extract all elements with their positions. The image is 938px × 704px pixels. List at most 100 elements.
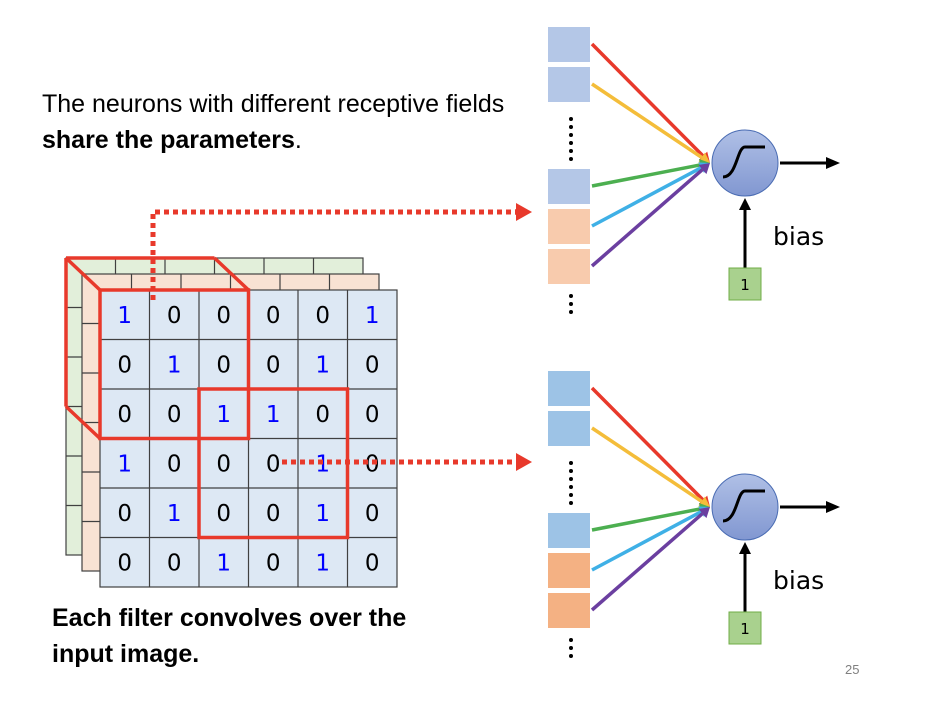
- top-caption-normal: The neurons with different receptive fie…: [42, 90, 505, 118]
- weight-line: [590, 42, 705, 158]
- cell-value: 0: [216, 451, 231, 477]
- output-arrowhead: [826, 501, 840, 513]
- input-box: [548, 553, 590, 588]
- ellipsis-dot: [569, 461, 573, 465]
- input-box: [548, 411, 590, 446]
- ellipsis-dot: [569, 133, 573, 137]
- weight-line: [591, 507, 701, 532]
- neuron-circle: [711, 129, 779, 197]
- cell-value: 0: [365, 402, 380, 428]
- sigmoid-icon: [722, 489, 765, 523]
- cell-value: 0: [117, 402, 132, 428]
- input-box: [548, 67, 590, 102]
- bias-label: bias: [773, 566, 824, 595]
- ellipsis-dot: [569, 310, 573, 314]
- cell-value: 0: [167, 402, 182, 428]
- bias-input-box: [728, 267, 762, 301]
- ellipsis-dot: [569, 125, 573, 129]
- cell-value: 0: [216, 303, 231, 329]
- weight-line: [591, 510, 703, 572]
- cell-value: 0: [216, 501, 231, 527]
- top-caption: The neurons with different receptive fie…: [42, 86, 542, 158]
- cell-value: 0: [365, 550, 380, 576]
- bias-arrowhead: [739, 198, 751, 210]
- input-box: [548, 371, 590, 406]
- neuron-bottom: 1 bias: [548, 371, 840, 658]
- cell-value: 1: [117, 451, 132, 477]
- ellipsis-dot: [569, 493, 573, 497]
- weight-arrowhead: [698, 507, 710, 519]
- cell-value: 0: [117, 352, 132, 378]
- ellipsis-dot: [569, 638, 573, 642]
- ellipsis-dot: [569, 157, 573, 161]
- cell-value: 0: [266, 451, 281, 477]
- connectors: [150, 203, 532, 471]
- weight-line: [591, 166, 703, 228]
- cell-value: 1: [315, 352, 330, 378]
- bias-label: bias: [773, 222, 824, 251]
- cell-value: 0: [365, 352, 380, 378]
- ellipsis-dot: [569, 646, 573, 650]
- ellipsis-dot: [569, 469, 573, 473]
- input-box: [548, 249, 590, 284]
- arrowhead-top: [516, 203, 532, 221]
- receptive-field-top-left: [98, 288, 251, 441]
- weight-line: [591, 426, 703, 503]
- neuron-top: 1 bias: [548, 27, 840, 314]
- cell-value: 0: [315, 402, 330, 428]
- bottom-caption: Each filter convolves over the input ima…: [52, 604, 407, 668]
- input-box: [548, 513, 590, 548]
- cell-value: 0: [266, 303, 281, 329]
- cell-value: 0: [167, 451, 182, 477]
- ellipsis-dot: [569, 149, 573, 153]
- top-caption-end: .: [294, 126, 302, 154]
- cell-value: 1: [216, 550, 231, 576]
- ellipsis-dot: [569, 141, 573, 145]
- receptive-field-depth-edge: [64, 256, 250, 440]
- cell-value: 1: [216, 402, 231, 428]
- cell-value: 0: [167, 550, 182, 576]
- ellipsis-dot: [569, 485, 573, 489]
- cell-value: 0: [167, 303, 182, 329]
- cell-value: 0: [266, 352, 281, 378]
- weight-line: [591, 163, 701, 188]
- ellipsis-dot: [569, 302, 573, 306]
- receptive-field-back-edge: [64, 256, 215, 407]
- neuron-circle: [711, 473, 779, 541]
- cell-value: 0: [117, 501, 132, 527]
- weight-line: [590, 386, 705, 502]
- cell-value: 0: [266, 501, 281, 527]
- input-box: [548, 27, 590, 62]
- neurons: 1 bias 1 bias: [548, 27, 840, 658]
- top-caption-bold: share the parameters: [42, 126, 295, 154]
- weight-line: [590, 168, 704, 268]
- connector-top: [150, 209, 521, 300]
- input-box: [548, 169, 590, 204]
- input-box: [548, 209, 590, 244]
- ellipsis-dot: [569, 117, 573, 121]
- bias-input-value: 1: [740, 620, 750, 638]
- arrowhead-bottom: [516, 453, 532, 471]
- weight-arrowhead: [698, 163, 710, 175]
- input-box: [548, 593, 590, 628]
- cell-value: 1: [365, 303, 380, 329]
- ellipsis-dot: [569, 294, 573, 298]
- cell-value: 1: [266, 402, 281, 428]
- bias-arrowhead: [739, 542, 751, 554]
- bias-input-box: [728, 611, 762, 645]
- sigmoid-icon: [722, 145, 765, 179]
- cell-value: 1: [167, 352, 182, 378]
- ellipsis-dot: [569, 654, 573, 658]
- cell-value: 1: [315, 501, 330, 527]
- cell-value: 0: [315, 303, 330, 329]
- cell-value: 0: [365, 501, 380, 527]
- bias-input-value: 1: [740, 276, 750, 294]
- page-number: 25: [845, 662, 860, 677]
- weight-line: [590, 512, 704, 612]
- cell-value: 1: [167, 501, 182, 527]
- cell-value: 1: [117, 303, 132, 329]
- weight-line: [591, 82, 703, 159]
- ellipsis-dot: [569, 501, 573, 505]
